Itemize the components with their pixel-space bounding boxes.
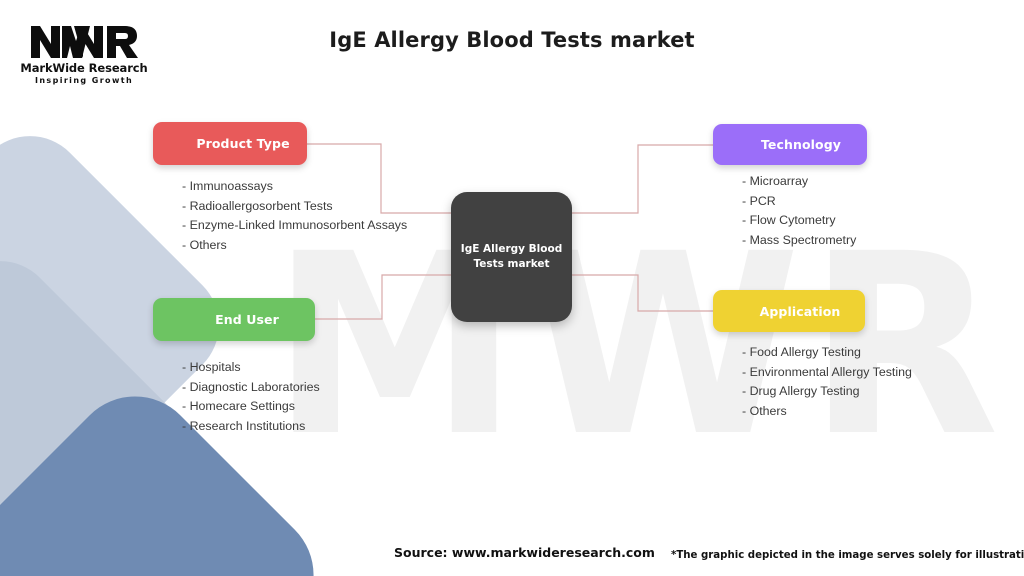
list-item: - Mass Spectrometry <box>742 232 857 247</box>
source-label: Source: www.markwideresearch.com <box>394 545 655 560</box>
brand-name: MarkWide Research <box>20 61 148 75</box>
connector-end-user <box>315 274 451 320</box>
list-item: - PCR <box>742 193 776 208</box>
mwr-logo-icon <box>31 26 138 58</box>
list-end-user: - Hospitals - Diagnostic Laboratories - … <box>182 358 320 436</box>
brand-tagline: Inspiring Growth <box>34 76 134 85</box>
brand-watermark: MWR <box>270 199 1006 491</box>
disclaimer-label: *The graphic depicted in the image serve… <box>671 550 1024 561</box>
list-item: - Drug Allergy Testing <box>742 384 860 398</box>
center-node[interactable]: IgE Allergy Blood Tests market <box>451 192 572 322</box>
list-item: - Flow Cytometry <box>742 213 836 227</box>
node-end-user-label: End User <box>215 312 279 327</box>
list-item: - Homecare Settings <box>182 399 295 413</box>
list-product-type: - Immunoassays - Radioallergosorbent Tes… <box>182 177 407 255</box>
list-item: - Hospitals <box>182 360 241 374</box>
brand-logo: MarkWide Research Inspiring Growth <box>18 22 150 85</box>
node-technology-label: Technology <box>760 137 842 152</box>
list-item: - Others <box>182 237 227 252</box>
connector-application <box>572 274 713 312</box>
list-item: - Radioallergosorbent Tests <box>182 198 333 213</box>
node-product-type-label: Product Type <box>196 136 290 151</box>
list-item: - Others <box>742 403 787 418</box>
list-technology: - Microarray - PCR - Flow Cytometry - Ma… <box>742 172 856 250</box>
page-title: IgE Allergy Blood Tests market <box>329 28 695 52</box>
list-item: - Microarray <box>742 174 809 188</box>
connector-product-type <box>307 143 451 214</box>
list-item: - Enzyme-Linked Immunosorbent Assays <box>182 218 408 232</box>
list-item: - Research Institutions <box>182 418 306 433</box>
node-end-user[interactable]: End User <box>153 298 315 341</box>
node-application[interactable]: Application <box>713 290 865 332</box>
list-item: - Environmental Allergy Testing <box>742 364 912 379</box>
list-application: - Food Allergy Testing - Environmental A… <box>742 343 912 421</box>
list-item: - Food Allergy Testing <box>742 345 861 359</box>
list-item: - Diagnostic Laboratories <box>182 379 320 394</box>
node-product-type[interactable]: Product Type <box>153 122 307 165</box>
list-item: - Immunoassays <box>182 179 273 193</box>
node-technology[interactable]: Technology <box>713 124 867 165</box>
node-application-label: Application <box>759 303 841 319</box>
connector-technology <box>572 144 713 214</box>
center-node-label: IgE Allergy Blood Tests market <box>460 242 563 270</box>
